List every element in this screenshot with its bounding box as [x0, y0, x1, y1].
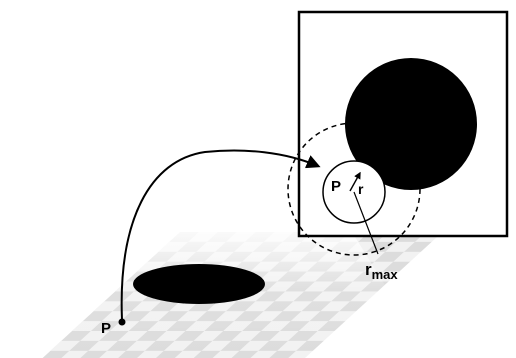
r-label: r [358, 181, 364, 197]
projection-arrow [120, 149, 321, 321]
rmax-label: rmax [365, 260, 398, 282]
occluder-disk [345, 58, 477, 190]
map-point-label: P [331, 178, 341, 195]
rmax-line [353, 191, 379, 255]
ground-point-p [118, 318, 126, 326]
rmax-label-main: r [365, 260, 372, 279]
r-arrow [349, 171, 361, 192]
ground-point-label: P [101, 320, 111, 337]
ground-shadow [133, 264, 265, 304]
rmax-label-sub: max [372, 267, 399, 282]
rmax-search-circle [287, 122, 421, 256]
